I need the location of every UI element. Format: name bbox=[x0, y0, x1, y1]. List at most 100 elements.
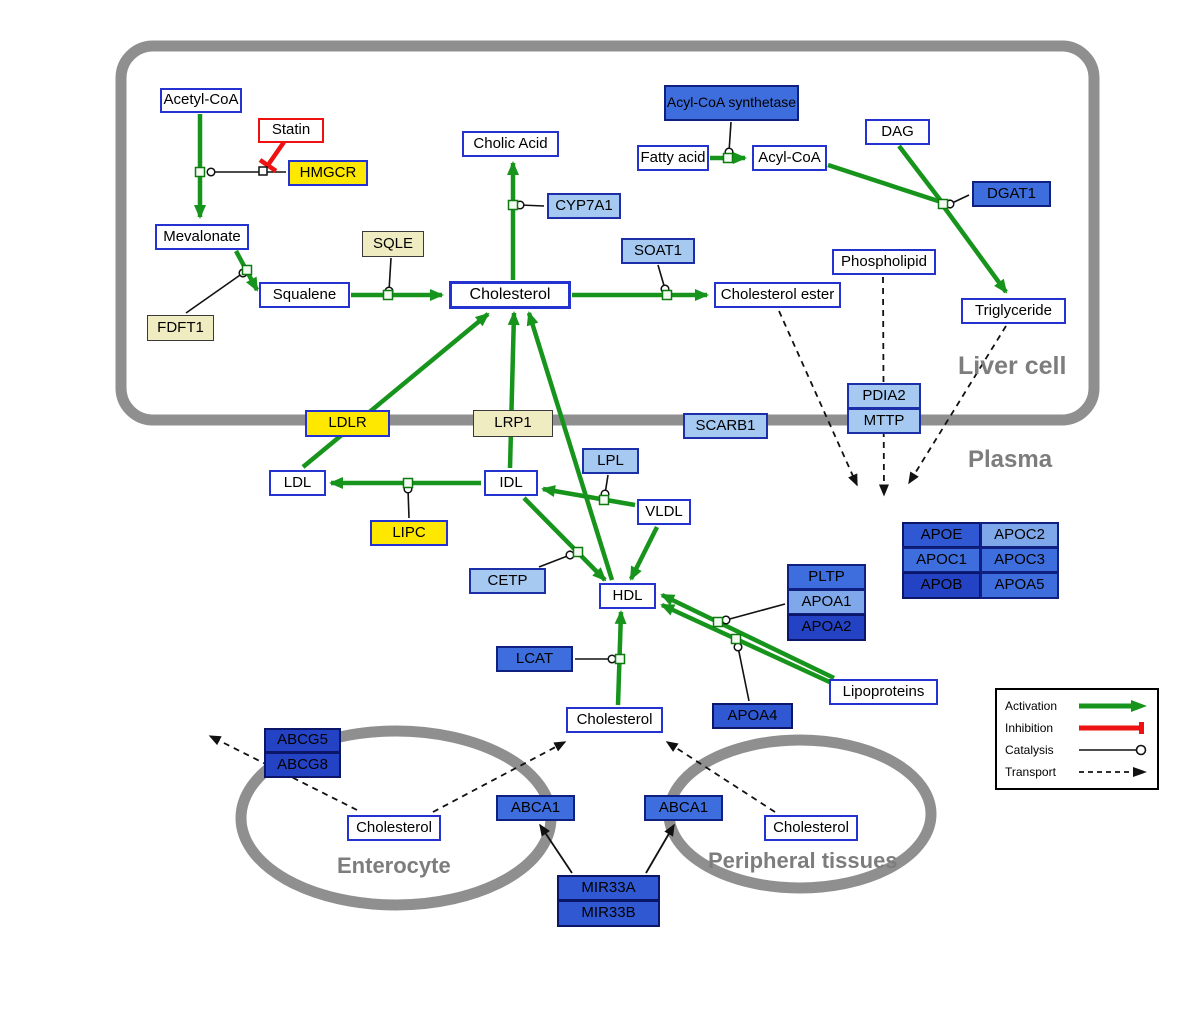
anchor-statin-junction bbox=[258, 166, 268, 176]
node-apoa5[interactable]: APOA5 bbox=[980, 572, 1059, 599]
node-acyl-coa[interactable]: Acyl-CoA bbox=[752, 145, 827, 171]
node-cholesterol-liver[interactable]: Cholesterol bbox=[449, 281, 571, 309]
node-fdft1[interactable]: FDFT1 bbox=[147, 315, 214, 341]
reaction-node-hmgcr bbox=[194, 166, 206, 178]
edge-vldl-idl bbox=[541, 485, 636, 508]
inhibition-edges bbox=[258, 140, 286, 173]
legend-catalysis-label: Catalysis bbox=[1005, 743, 1054, 757]
edge-soat1-catalysis bbox=[657, 264, 670, 294]
node-lrp1[interactable]: LRP1 bbox=[473, 410, 553, 437]
node-lcat[interactable]: LCAT bbox=[496, 646, 573, 672]
node-lipoproteins[interactable]: Lipoproteins bbox=[829, 679, 938, 705]
reaction-node-lipc bbox=[402, 477, 414, 489]
edge-dag-dgatnode bbox=[897, 144, 943, 203]
node-pdia2[interactable]: PDIA2 bbox=[847, 383, 921, 409]
edge-hdl-cholesterol bbox=[526, 311, 615, 581]
reaction-node-cetp bbox=[572, 546, 584, 558]
node-apoe[interactable]: APOE bbox=[902, 522, 981, 548]
node-soat1[interactable]: SOAT1 bbox=[621, 238, 695, 264]
legend: Activation Inhibition Catalysis Transpor… bbox=[995, 688, 1159, 790]
node-acetyl-coa[interactable]: Acetyl-CoA bbox=[160, 88, 242, 113]
reaction-node-soat1 bbox=[661, 289, 673, 301]
node-ldl[interactable]: LDL bbox=[269, 470, 326, 496]
node-triglyceride[interactable]: Triglyceride bbox=[961, 298, 1066, 324]
activation-arrow-icon bbox=[1079, 700, 1147, 712]
edge-apoa-stack-catalysis bbox=[721, 603, 786, 625]
node-sqle[interactable]: SQLE bbox=[362, 231, 424, 257]
legend-row-activation: Activation bbox=[1005, 696, 1149, 716]
label-plasma: Plasma bbox=[968, 446, 1053, 473]
node-cholesterol-peripheral[interactable]: Cholesterol bbox=[764, 815, 858, 841]
node-squalene[interactable]: Squalene bbox=[259, 282, 350, 308]
edge-statin-inhibits-hmgcr bbox=[266, 140, 286, 167]
edge-idl-cholesterol-via-lrp1 bbox=[507, 311, 520, 469]
reaction-node-dgat1 bbox=[937, 198, 949, 210]
node-acyl-coa-synthetase[interactable]: Acyl-CoA synthetase bbox=[664, 85, 799, 121]
node-vldl[interactable]: VLDL bbox=[637, 499, 691, 525]
node-apoa1[interactable]: APOA1 bbox=[787, 589, 866, 615]
node-fatty-acid[interactable]: Fatty acid bbox=[637, 145, 709, 171]
reaction-node-apoa4 bbox=[730, 633, 742, 645]
node-mir33a[interactable]: MIR33A bbox=[557, 875, 660, 901]
edge-cyp7a1-catalysis bbox=[515, 200, 545, 210]
edge-lipoproteins-hdl-upper bbox=[660, 592, 835, 681]
liver-cell-membrane bbox=[115, 40, 1100, 426]
node-hmgcr[interactable]: HMGCR bbox=[288, 160, 368, 186]
node-cholesterol-ester[interactable]: Cholesterol ester bbox=[714, 282, 841, 308]
inhibition-tee-icon bbox=[1079, 722, 1144, 734]
edge-apoa4-catalysis bbox=[733, 642, 750, 702]
legend-row-inhibition: Inhibition bbox=[1005, 718, 1149, 738]
reaction-node-apoa-stack bbox=[712, 616, 724, 628]
node-abcg5[interactable]: ABCG5 bbox=[264, 728, 341, 753]
label-enterocyte: Enterocyte bbox=[337, 853, 451, 878]
node-phospholipid[interactable]: Phospholipid bbox=[832, 249, 936, 275]
edge-acylcoa-synthetase-catalysis bbox=[724, 121, 734, 157]
node-lpl[interactable]: LPL bbox=[582, 448, 639, 474]
node-statin[interactable]: Statin bbox=[258, 118, 324, 143]
node-pltp[interactable]: PLTP bbox=[787, 564, 866, 590]
node-ldlr[interactable]: LDLR bbox=[305, 410, 390, 437]
node-apoa4[interactable]: APOA4 bbox=[712, 703, 793, 729]
reaction-node-lcat bbox=[614, 653, 626, 665]
node-cholic-acid[interactable]: Cholic Acid bbox=[462, 131, 559, 157]
node-cetp[interactable]: CETP bbox=[469, 568, 546, 594]
node-mttp[interactable]: MTTP bbox=[847, 408, 921, 434]
edge-idl-hdl bbox=[522, 496, 607, 582]
node-idl[interactable]: IDL bbox=[484, 470, 538, 496]
node-mevalonate[interactable]: Mevalonate bbox=[155, 224, 249, 250]
node-abcg8[interactable]: ABCG8 bbox=[264, 752, 341, 778]
node-cholesterol-enterocyte[interactable]: Cholesterol bbox=[347, 815, 441, 841]
node-dag[interactable]: DAG bbox=[865, 119, 930, 145]
regulation-edges bbox=[539, 823, 675, 874]
edge-cetp-catalysis bbox=[538, 550, 575, 568]
node-lipc[interactable]: LIPC bbox=[370, 520, 448, 546]
reaction-nodes bbox=[194, 152, 949, 665]
edge-acylcoa-dgatnode bbox=[827, 162, 942, 205]
node-abca1-right[interactable]: ABCA1 bbox=[644, 795, 723, 821]
node-apoc2[interactable]: APOC2 bbox=[980, 522, 1059, 548]
node-hdl[interactable]: HDL bbox=[599, 583, 656, 609]
node-apoa2[interactable]: APOA2 bbox=[787, 614, 866, 641]
node-dgat1[interactable]: DGAT1 bbox=[972, 181, 1051, 207]
node-apoc1[interactable]: APOC1 bbox=[902, 547, 981, 573]
node-mir33b[interactable]: MIR33B bbox=[557, 900, 660, 927]
edge-dgat1-catalysis bbox=[945, 194, 970, 209]
node-apoc3[interactable]: APOC3 bbox=[980, 547, 1059, 573]
reaction-node-sqle bbox=[382, 289, 394, 301]
legend-inhibition-label: Inhibition bbox=[1005, 721, 1054, 735]
edge-enterocyte-cholesterol-efflux bbox=[432, 741, 567, 813]
node-abca1-left[interactable]: ABCA1 bbox=[496, 795, 575, 821]
edge-statin-tee-bar bbox=[258, 158, 278, 173]
node-cyp7a1[interactable]: CYP7A1 bbox=[547, 193, 621, 219]
node-cholesterol-plasma[interactable]: Cholesterol bbox=[566, 707, 663, 733]
edge-sqle-catalysis bbox=[384, 257, 394, 296]
edge-lpl-catalysis bbox=[600, 474, 610, 499]
legend-transport-label: Transport bbox=[1005, 765, 1056, 779]
node-scarb1[interactable]: SCARB1 bbox=[683, 413, 768, 439]
catalysis-circle-icon bbox=[1079, 744, 1147, 756]
edge-ldl-cholesterol-via-ldlr bbox=[301, 312, 490, 469]
node-apob[interactable]: APOB bbox=[902, 572, 981, 599]
edge-fdft1-catalysis bbox=[185, 268, 248, 314]
legend-row-catalysis: Catalysis bbox=[1005, 740, 1149, 760]
